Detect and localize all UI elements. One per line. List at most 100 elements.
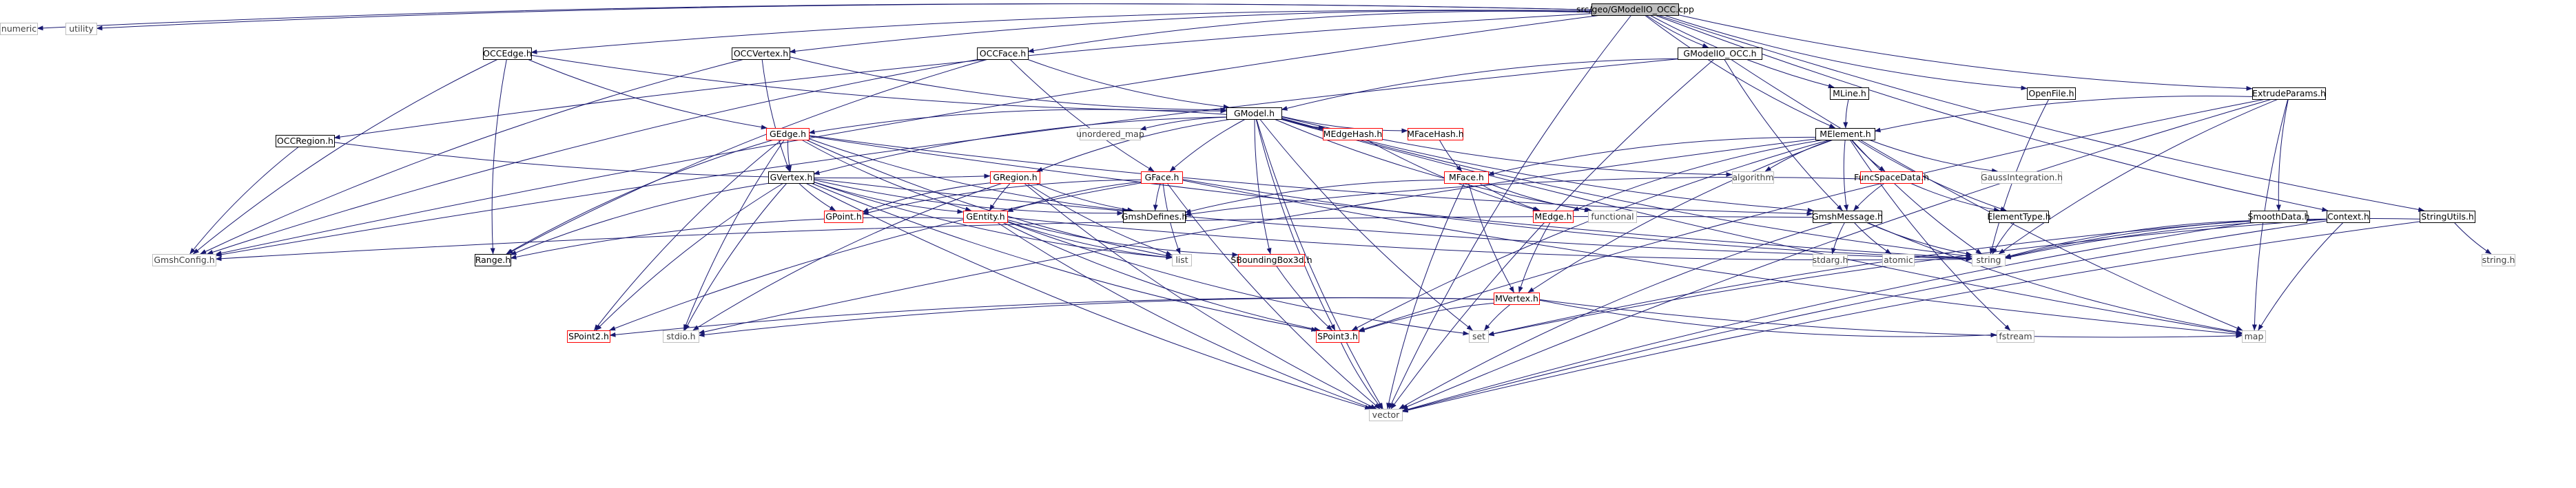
node-funcspacedata-label: FuncSpaceData.h bbox=[1854, 172, 1929, 182]
edge-stringutils-to-stringh bbox=[2453, 222, 2492, 255]
node-map-label: map bbox=[2245, 331, 2264, 341]
edge-occedge-to-gedge bbox=[527, 59, 767, 130]
node-gentity[interactable]: GEntity.h bbox=[963, 211, 1008, 223]
node-mface[interactable]: MFace.h bbox=[1444, 171, 1489, 184]
node-utility-box bbox=[65, 23, 97, 35]
node-occregion[interactable]: OCCRegion.h bbox=[276, 135, 335, 147]
edge-gface-to-gmshdefines bbox=[1153, 182, 1161, 211]
edge-context-to-string bbox=[2004, 218, 2327, 259]
node-medge-box bbox=[1533, 211, 1574, 223]
node-mvertex[interactable]: MVertex.h bbox=[1494, 293, 1540, 305]
edges-layer bbox=[37, 3, 2492, 413]
node-mface-box bbox=[1444, 171, 1489, 184]
edge-mfacehash-to-mface bbox=[1439, 139, 1463, 172]
edge-occface-to-gmodel bbox=[1027, 59, 1230, 109]
node-stringutils[interactable]: StringUtils.h bbox=[2420, 211, 2475, 223]
node-range-box bbox=[475, 254, 511, 266]
node-mline[interactable]: MLine.h bbox=[1830, 87, 1869, 100]
node-context[interactable]: Context.h bbox=[2327, 211, 2370, 223]
node-gmshdefines-label: GmshDefines.h bbox=[1122, 211, 1188, 222]
edge-root-to-melement bbox=[1644, 14, 1836, 129]
node-occface[interactable]: OCCFace.h bbox=[977, 47, 1029, 60]
node-melement[interactable]: MElement.h bbox=[1815, 128, 1875, 140]
edge-gmodel-to-gedge bbox=[808, 109, 1227, 135]
node-mline-label: MLine.h bbox=[1833, 88, 1866, 98]
node-stringh-label: string.h bbox=[2482, 255, 2515, 265]
edge-extrude-to-vector bbox=[1401, 98, 2273, 410]
node-numeric: numeric bbox=[0, 23, 38, 35]
node-occvertex[interactable]: OCCVertex.h bbox=[732, 47, 790, 60]
node-gface-box bbox=[1141, 171, 1183, 184]
node-sboundingbox[interactable]: SBoundingBox3d.h bbox=[1230, 254, 1312, 266]
node-fstream-label: fstream bbox=[1999, 331, 2032, 341]
node-occregion-box bbox=[276, 135, 335, 147]
edge-spoint3-to-vector bbox=[1340, 341, 1383, 410]
node-map-box bbox=[2242, 330, 2266, 343]
node-gregion[interactable]: GRegion.h bbox=[990, 171, 1040, 184]
edge-occedge-to-gmodel bbox=[530, 54, 1227, 114]
edge-gregion-to-gentity bbox=[989, 182, 1011, 211]
node-gmodelio[interactable]: GModelIO_OCC.h bbox=[1678, 47, 1762, 60]
edge-gmshmessage-to-vector bbox=[1399, 222, 1834, 410]
node-functional-box bbox=[1588, 211, 1637, 223]
node-range-label: Range.h bbox=[475, 255, 511, 265]
node-gmodelio-box bbox=[1678, 47, 1762, 60]
node-gentity-label: GEntity.h bbox=[966, 211, 1004, 222]
edge-gedge-to-gvertex bbox=[787, 139, 792, 172]
edge-gentity-to-set bbox=[1007, 221, 1470, 336]
node-utility: utility bbox=[65, 23, 97, 35]
node-occvertex-label: OCCVertex.h bbox=[734, 48, 788, 59]
node-occedge-label: OCCEdge.h bbox=[483, 48, 532, 59]
node-funcspacedata[interactable]: FuncSpaceData.h bbox=[1854, 171, 1929, 184]
node-spoint2[interactable]: SPoint2.h bbox=[567, 330, 610, 343]
edge-root-to-openfile bbox=[1663, 14, 2028, 91]
edge-medge-to-mvertex bbox=[1518, 222, 1551, 293]
node-medgehash[interactable]: MEdgeHash.h bbox=[1323, 128, 1383, 140]
node-gface[interactable]: GFace.h bbox=[1141, 171, 1183, 184]
node-gedge-label: GEdge.h bbox=[770, 129, 806, 139]
edge-mface-to-vector bbox=[1386, 182, 1465, 410]
node-openfile[interactable]: OpenFile.h bbox=[2027, 87, 2076, 100]
edge-melement-to-mface bbox=[1487, 136, 1816, 176]
node-gpoint[interactable]: GPoint.h bbox=[824, 211, 863, 223]
node-elementtype[interactable]: ElementType.h bbox=[1987, 211, 2051, 223]
node-gmshmessage[interactable]: GmshMessage.h bbox=[1812, 211, 1883, 223]
node-mfacehash[interactable]: MFaceHash.h bbox=[1407, 128, 1464, 140]
node-context-box bbox=[2327, 211, 2370, 223]
node-spoint3[interactable]: SPoint3.h bbox=[1316, 330, 1359, 343]
node-extrude-box bbox=[2252, 87, 2326, 100]
edge-occface-to-range bbox=[506, 59, 989, 255]
node-extrude-label: ExtrudeParams.h bbox=[2252, 88, 2326, 98]
node-gedge[interactable]: GEdge.h bbox=[766, 128, 810, 140]
node-stdio-label: stdio.h bbox=[666, 331, 695, 341]
node-gvertex[interactable]: GVertex.h bbox=[768, 171, 814, 184]
edge-mface-to-medge bbox=[1478, 182, 1541, 211]
edge-gmodelio-to-gmshmessage bbox=[1724, 59, 1843, 211]
node-range[interactable]: Range.h bbox=[475, 254, 511, 266]
node-string-label: string bbox=[1977, 255, 2001, 265]
node-gaussintegration-label: GaussIntegration.h bbox=[1981, 172, 2063, 182]
edge-context-to-set bbox=[1487, 219, 2327, 337]
node-spoint3-box bbox=[1316, 330, 1359, 343]
node-gmodel[interactable]: GModel.h bbox=[1226, 107, 1282, 120]
edge-gface-to-string bbox=[1182, 179, 1972, 261]
node-root[interactable]: src/geo/GModelIO_OCC.cpp bbox=[1576, 3, 1694, 16]
node-spoint2-box bbox=[567, 330, 610, 343]
edge-gedge-to-gentity bbox=[801, 139, 972, 212]
node-spoint2-label: SPoint2.h bbox=[568, 331, 609, 341]
node-gmshconfig-label: GmshConfig.h bbox=[154, 255, 214, 265]
node-gentity-box bbox=[963, 211, 1008, 223]
edge-occvertex-to-gmshconfig bbox=[200, 59, 745, 255]
node-gmshdefines[interactable]: GmshDefines.h bbox=[1122, 211, 1188, 223]
edge-gmodel-to-gface bbox=[1169, 118, 1246, 172]
node-extrude[interactable]: ExtrudeParams.h bbox=[2252, 87, 2326, 100]
edge-mvertex-to-spoint3 bbox=[1358, 303, 1494, 332]
edge-gvertex-to-spoint2 bbox=[595, 182, 784, 331]
edge-root-to-occface bbox=[1027, 10, 1592, 53]
node-smoothdata[interactable]: SmoothData.h bbox=[2248, 211, 2310, 223]
node-medge[interactable]: MEdge.h bbox=[1533, 211, 1574, 223]
node-unordered_map: unordered_map bbox=[1076, 128, 1144, 140]
node-occedge[interactable]: OCCEdge.h bbox=[483, 47, 532, 60]
edge-elementtype-to-string bbox=[1992, 222, 2015, 255]
